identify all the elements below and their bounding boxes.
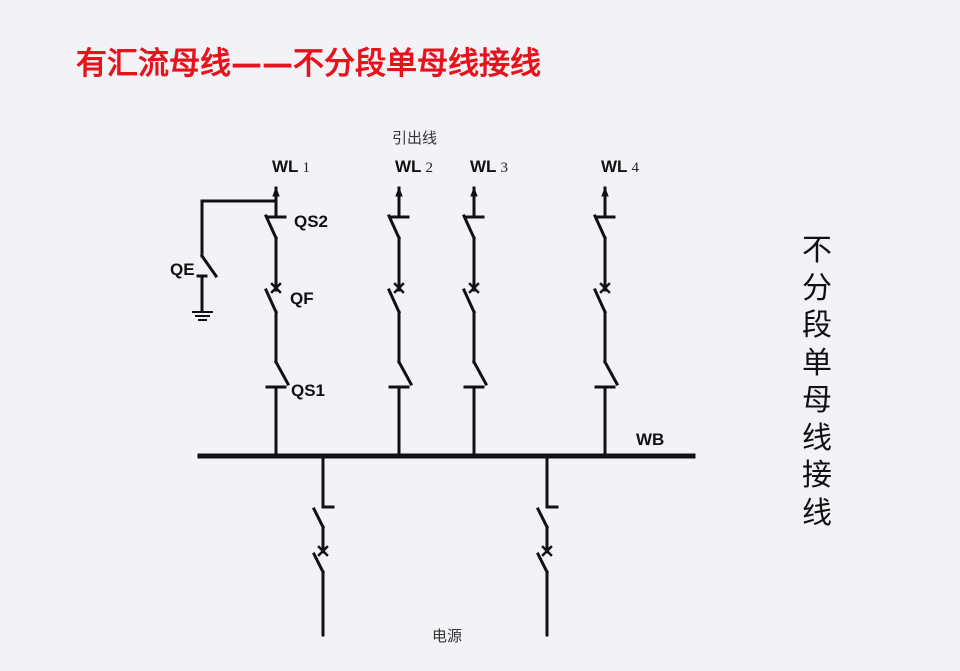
breaker-x-icon bbox=[270, 282, 282, 294]
arrow-icon bbox=[395, 186, 403, 197]
busbar-label: WB bbox=[636, 430, 664, 449]
breaker-x-icon bbox=[468, 282, 480, 294]
qs1-label: QS1 bbox=[291, 381, 325, 400]
qf-label: QF bbox=[290, 289, 314, 308]
breaker-x-icon bbox=[599, 282, 611, 294]
arrow-icon bbox=[470, 186, 478, 197]
side-vertical-text: 不分段单母线接线 bbox=[797, 232, 837, 532]
side-char: 单 bbox=[802, 345, 832, 381]
side-char: 分 bbox=[802, 270, 832, 306]
breaker-x-icon bbox=[541, 545, 553, 557]
earthing-switch-qe bbox=[192, 199, 278, 321]
side-char: 线 bbox=[802, 420, 832, 456]
breaker-x-icon bbox=[317, 545, 329, 557]
qs2-label: QS2 bbox=[294, 212, 328, 231]
side-char: 段 bbox=[802, 308, 832, 343]
page-title: 有汇流母线——不分段单母线接线 bbox=[76, 46, 541, 82]
source-branch-1 bbox=[311, 454, 335, 637]
side-char: 线 bbox=[802, 495, 832, 531]
arrow-icon bbox=[601, 186, 609, 197]
source-label: 电源 bbox=[432, 627, 462, 645]
qe-label: QE bbox=[170, 260, 195, 279]
ground-icon bbox=[192, 311, 213, 321]
source-branch-2 bbox=[535, 454, 559, 637]
outgoing-lines-label: 引出线 bbox=[392, 129, 437, 147]
side-char: 母 bbox=[802, 383, 832, 418]
arrow-icon bbox=[272, 186, 280, 197]
side-char: 不 bbox=[802, 233, 832, 268]
breaker-x-icon bbox=[393, 282, 405, 294]
side-char: 接 bbox=[802, 458, 832, 493]
